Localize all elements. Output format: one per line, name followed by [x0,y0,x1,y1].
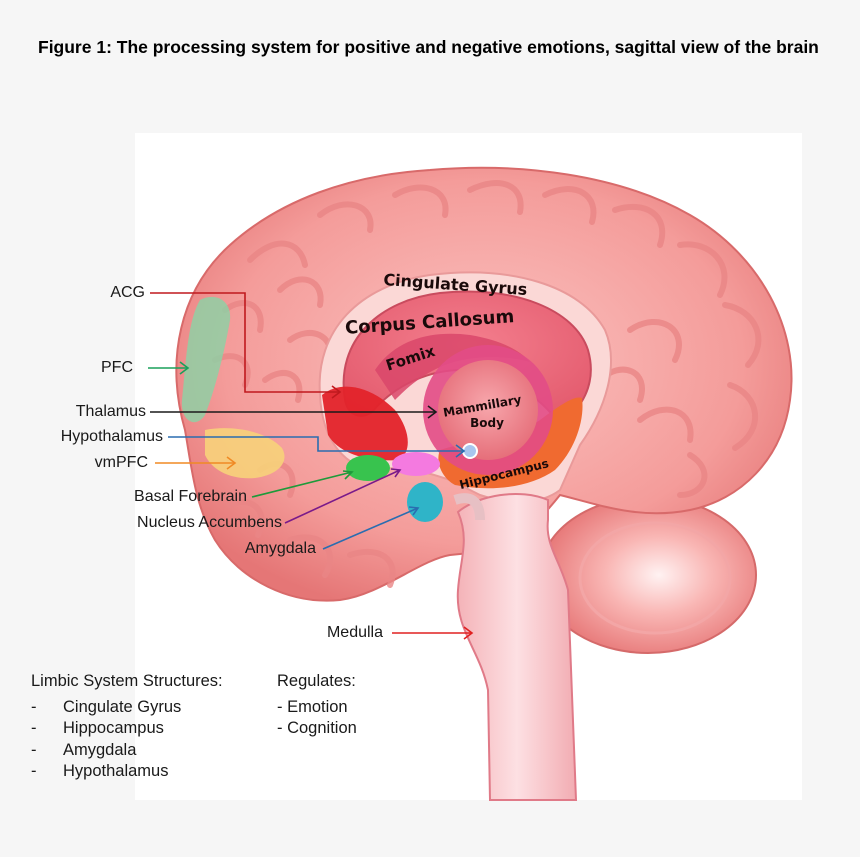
acg-label: ACG [110,284,145,301]
vmpfc-label: vmPFC [94,454,148,471]
hypothalamus-label: Hypothalamus [60,428,163,445]
hypothalamus-line [168,436,464,452]
regulates-header: Regulates: [277,672,356,690]
legend-item-text: Hippocampus [63,719,164,737]
legend-item: - Amygdala [31,740,223,762]
legend-dash: - [31,740,37,759]
mammillary-body [438,360,538,460]
pfc-label: PFC [101,359,133,376]
legend-dash: - [31,762,37,780]
callout-lines [148,292,472,634]
regulates-item: - Emotion [277,697,348,716]
figure-title: Figure 1: The processing system for posi… [38,37,819,57]
basal-forebrain-region [346,455,390,481]
legend-item-text: Cingulate Gyrus [63,697,182,716]
basal-forebrain-line [251,471,353,498]
amygdala-line [322,507,419,550]
regulates-legend: Regulates: - Emotion - Cognition [277,671,357,740]
pfc-region [181,296,231,423]
limbic-structures-legend: Limbic System Structures: - Cingulate Gyr… [31,671,223,783]
basal-forebrain-label: Basal Forebrain [134,488,247,505]
limbic-structures-header: Limbic System Structures: [31,672,223,690]
thalamus-label: Thalamus [75,403,146,420]
acg-line [150,292,340,393]
legend-item: - Cingulate Gyrus [31,697,223,719]
thalamus-region [322,386,408,461]
amygdala-label: Amygdala [244,540,316,557]
vmpfc-region [205,428,285,479]
nucleus-accumbens-label: Nucleus Accumbens [137,514,282,531]
legend-item: - Hippocampus [31,718,223,740]
callout-arrowheads [179,361,474,640]
legend-dash: - [31,719,37,737]
legend-item-text: Amygdala [63,740,137,759]
legend-item-text: Hypothalamus [63,762,169,780]
regulates-item: - Cognition [277,719,357,737]
nucleus-accumbens-line [284,469,401,524]
nucleus-accumbens-region [392,452,440,476]
cerebellum [539,496,757,654]
amygdala-region [407,482,443,522]
mammillary-body-label-2: Body [470,416,504,430]
legend-dash: - [31,697,37,716]
brain-stem [456,493,578,801]
medulla-label: Medulla [326,624,383,641]
legend-item: - Hypothalamus [31,761,223,783]
